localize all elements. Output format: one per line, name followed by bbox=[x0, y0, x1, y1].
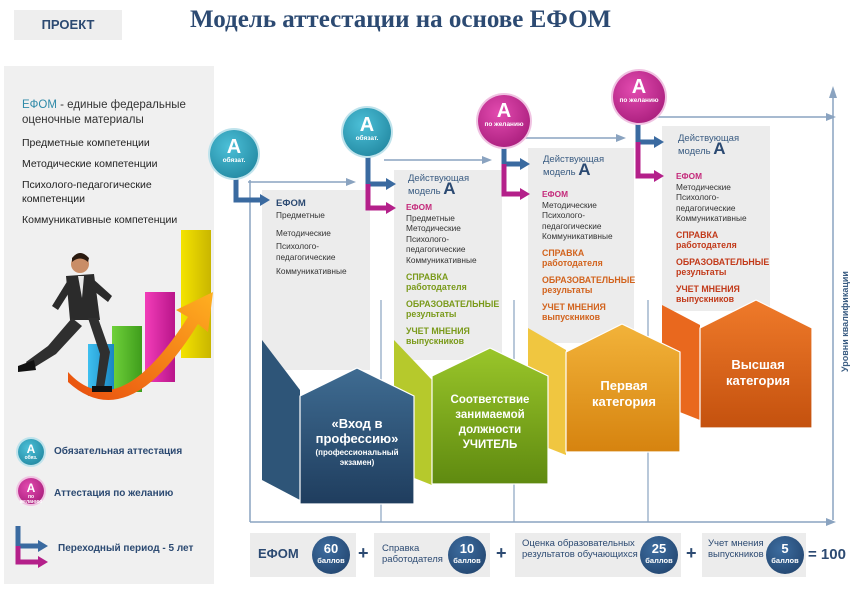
employer-reference: СПРАВКА работодателя bbox=[406, 271, 467, 293]
graduate-opinion: УЧЕТ МНЕНИЯ выпускников bbox=[676, 283, 740, 305]
growth-illustration bbox=[18, 230, 213, 401]
competency-item: Методические bbox=[276, 227, 331, 238]
project-label: ПРОЕКТ bbox=[14, 10, 122, 40]
formula-education-label: Оценка образовательных результатов обуча… bbox=[522, 538, 638, 560]
competency-item: Коммуникативные bbox=[406, 254, 477, 265]
education-results: ОБРАЗОВАТЕЛЬНЫЕ результаты bbox=[406, 298, 500, 320]
legend-optional-label: Аттестация по желанию bbox=[54, 488, 174, 499]
efom-heading: ЕФОМ bbox=[406, 202, 432, 212]
column-2-text: ЕФОМ Предметные Методические Психолого-п… bbox=[406, 202, 500, 347]
house-first-category bbox=[565, 323, 681, 453]
graduate-opinion: УЧЕТ МНЕНИЯ выпускников bbox=[406, 325, 470, 347]
house-1-label: «Вход в профессию»(профессиональный экза… bbox=[315, 416, 399, 467]
growth-arrow bbox=[68, 292, 213, 401]
column-bg-4 bbox=[662, 126, 770, 311]
graduate-opinion: УЧЕТ МНЕНИЯ выпускников bbox=[542, 301, 606, 323]
column-bg-1 bbox=[262, 190, 370, 370]
employer-reference: СПРАВКА работодателя bbox=[542, 247, 603, 269]
efom-heading: ЕФОМ bbox=[276, 198, 306, 209]
formula-graduates-label: Учет мнения выпускников bbox=[708, 538, 764, 560]
column-4-text: ЕФОМ Методические Психолого-педагогическ… bbox=[676, 171, 770, 305]
competency-item: Коммуникативные bbox=[676, 213, 747, 224]
house-position-compliance bbox=[431, 347, 549, 485]
employer-reference: СПРАВКА работодателя bbox=[676, 229, 737, 251]
competency-item: Предметные bbox=[276, 210, 325, 220]
efom-heading: ЕФОМ bbox=[542, 189, 568, 199]
formula-plus: + bbox=[686, 543, 697, 563]
competency-item: Коммуникативные компетенции bbox=[22, 214, 178, 226]
axis-arrowhead bbox=[829, 86, 837, 98]
competency-item: Коммуникативные bbox=[276, 266, 347, 277]
efom-definition-text: - единые федеральные оценочные материалы bbox=[22, 99, 186, 126]
competency-item: Предметные компетенции bbox=[22, 137, 150, 149]
education-results: ОБРАЗОВАТЕЛЬНЫЕ результаты bbox=[542, 274, 636, 296]
competency-item: Методические bbox=[406, 223, 461, 234]
running-man-figure bbox=[18, 253, 112, 392]
column-bg-2 bbox=[394, 170, 502, 360]
efom-definition: ЕФОМ - единые федеральные оценочные мате… bbox=[22, 98, 202, 128]
column-1-text: ЕФОМ Предметные Методические Психолого-п… bbox=[276, 198, 366, 277]
competency-item: Коммуникативные bbox=[542, 231, 613, 242]
legend-transition-label: Переходный период - 5 лет bbox=[58, 543, 194, 554]
house-highest-category bbox=[699, 299, 813, 429]
column-3-text: ЕФОМ Методические Психолого-педагогическ… bbox=[542, 189, 636, 323]
competency-item: Психолого-педагогические bbox=[276, 241, 336, 262]
competency-item: Методические компетенции bbox=[22, 158, 158, 170]
current-model-label: Действующая модель A bbox=[678, 133, 740, 158]
competency-item: Психолого-педагогические компетенции bbox=[22, 179, 152, 205]
formula-plus: + bbox=[358, 543, 369, 563]
qualification-levels-axis-label: Уровни квалификации bbox=[840, 271, 850, 372]
competency-item: Психолого-педагогические bbox=[542, 210, 602, 231]
formula-efom-label: ЕФОМ bbox=[258, 546, 299, 561]
transition-arrow-icon bbox=[15, 526, 48, 568]
formula-plus: + bbox=[496, 543, 507, 563]
formula-total: = 100 bbox=[808, 546, 846, 563]
current-model-label: Действующая модель A bbox=[543, 154, 605, 179]
frame-arrowhead bbox=[826, 518, 836, 526]
competency-item: Методические bbox=[676, 181, 731, 192]
page-title: Модель аттестации на основе ЕФОМ bbox=[190, 6, 612, 33]
house-1-side bbox=[262, 340, 300, 500]
competency-item: Психолого-педагогические bbox=[676, 192, 736, 213]
current-model-label: Действующая модель A bbox=[408, 173, 470, 198]
legend-mandatory-label: Обязательная аттестация bbox=[54, 446, 183, 457]
efom-abbr: ЕФОМ bbox=[22, 99, 57, 111]
competency-item: Предметные bbox=[406, 212, 455, 223]
formula-employer-label: Справка работодателя bbox=[382, 543, 443, 565]
competency-item: Методические bbox=[542, 199, 597, 210]
education-results: ОБРАЗОВАТЕЛЬНЫЕ результаты bbox=[676, 256, 770, 278]
column-bg-3 bbox=[528, 148, 634, 343]
house-2-label: Соответствие занимаемой должности УЧИТЕЛ… bbox=[450, 394, 530, 451]
house-3-label: Первая категория bbox=[591, 378, 657, 409]
house-entry-profession bbox=[299, 367, 415, 505]
competency-item: Психолого-педагогические bbox=[406, 233, 466, 255]
efom-heading: ЕФОМ bbox=[676, 171, 702, 181]
house-4-label: Высшая категория bbox=[725, 357, 791, 388]
